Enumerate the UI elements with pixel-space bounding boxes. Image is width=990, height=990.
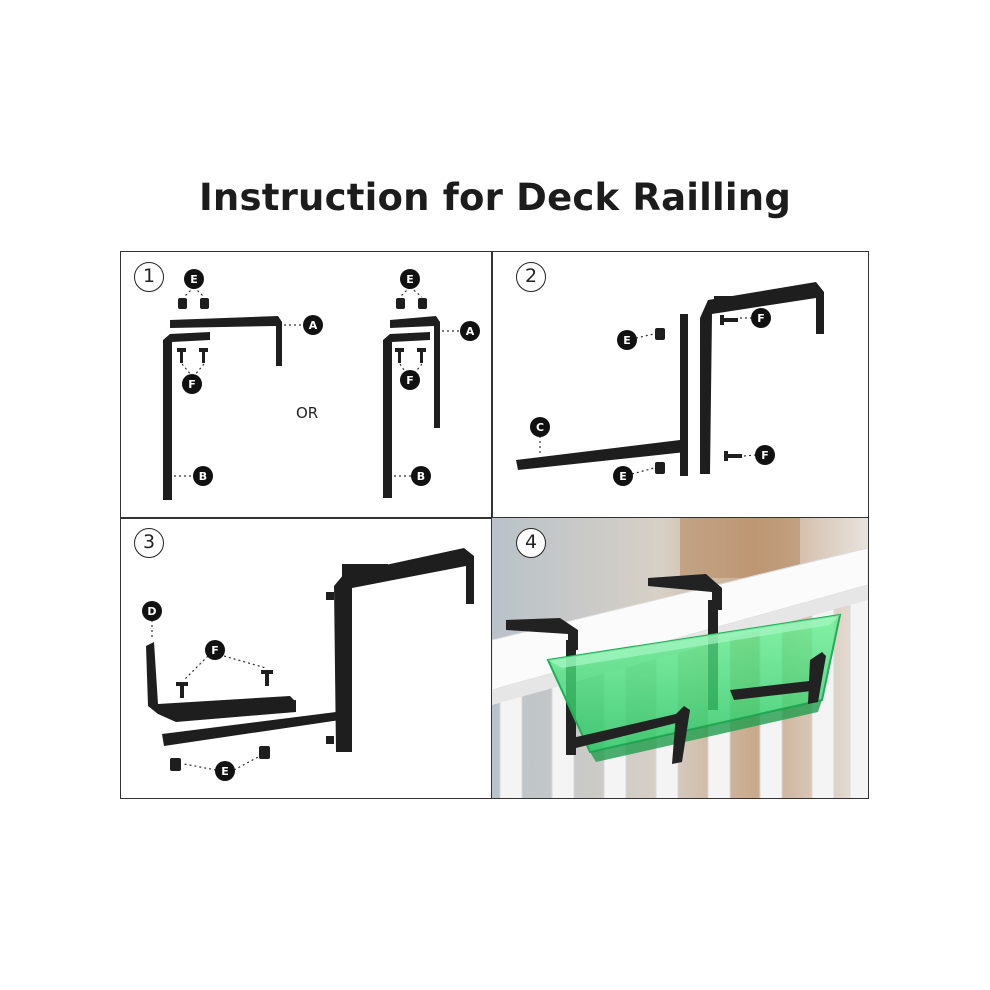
- badge-label: F: [757, 312, 765, 325]
- badge-label: D: [147, 605, 156, 618]
- badge-label: F: [188, 378, 196, 391]
- or-separator: OR: [296, 404, 319, 422]
- badge-label: C: [536, 421, 544, 434]
- badge-label: A: [309, 319, 318, 332]
- badge-label: E: [221, 765, 229, 778]
- badge-label: F: [211, 644, 219, 657]
- grid-divider-horizontal: [120, 517, 869, 519]
- step-number-1: 1: [134, 262, 164, 292]
- badge-label: A: [466, 325, 475, 338]
- badge-label: F: [761, 449, 769, 462]
- page-title: Instruction for Deck Railling: [198, 176, 792, 219]
- instruction-grid: [120, 251, 869, 799]
- badge-label: F: [406, 374, 414, 387]
- badge-label: B: [199, 470, 207, 483]
- badge-label: E: [619, 470, 627, 483]
- part-badge-letters: E A F B E A F B E F C E F D F E: [147, 273, 768, 778]
- part-badges: [142, 269, 775, 781]
- leader-lines: [151, 286, 757, 771]
- panel-2-parts: [516, 282, 824, 476]
- badge-label: E: [623, 334, 631, 347]
- badge-label: E: [190, 273, 198, 286]
- step-number-3: 3: [134, 528, 164, 558]
- badge-label: E: [406, 273, 414, 286]
- panel-1-parts: [163, 298, 440, 500]
- panel-3-parts: [146, 548, 474, 771]
- grid-divider-vertical: [491, 251, 493, 799]
- badge-label: B: [417, 470, 425, 483]
- step-number-2: 2: [516, 262, 546, 292]
- step-number-4: 4: [516, 528, 546, 558]
